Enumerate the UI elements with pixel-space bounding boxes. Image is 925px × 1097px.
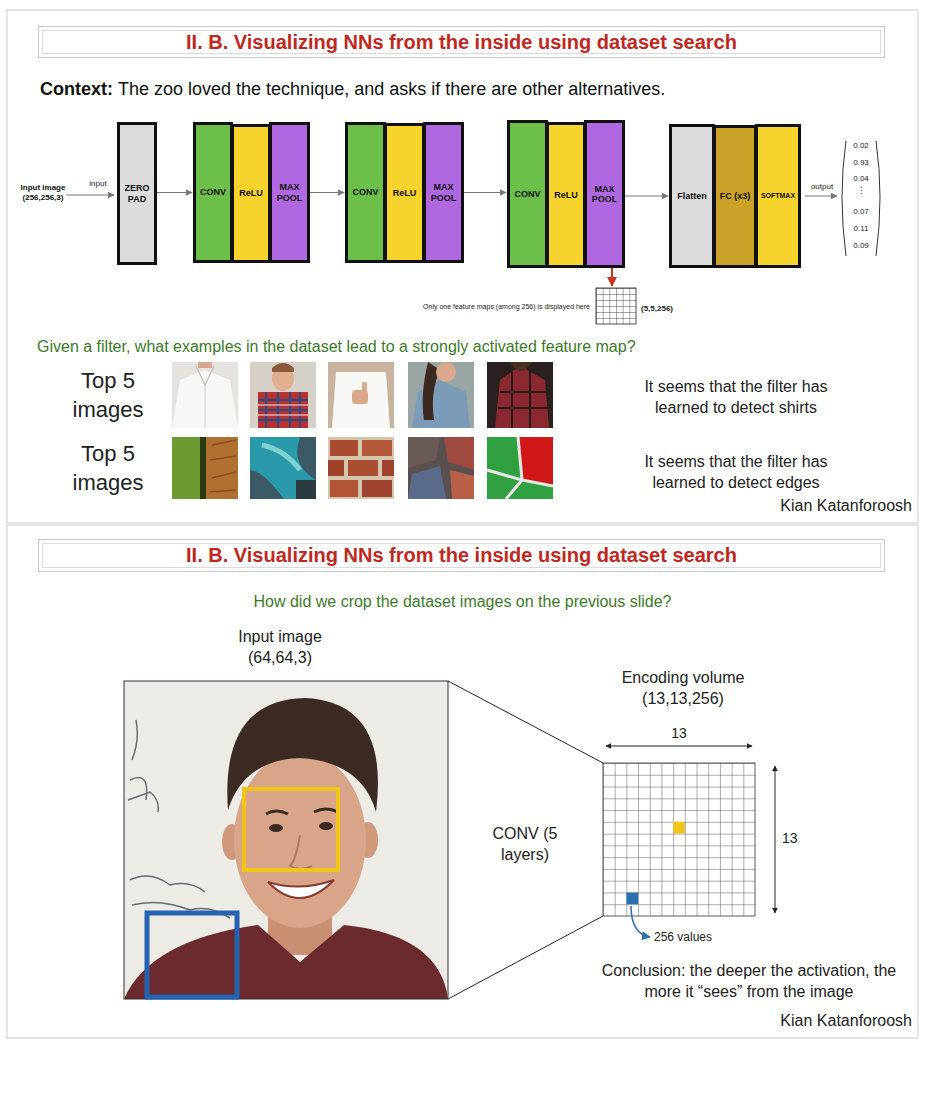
input-label: Input image (256,256,3) bbox=[12, 183, 74, 204]
node-text: Flatten bbox=[677, 191, 707, 201]
question: How did we crop the dataset images on th… bbox=[90, 592, 835, 613]
row-note: It seems that the filter has learned to … bbox=[620, 377, 852, 419]
node-text: MAX POOL bbox=[589, 184, 620, 205]
layer-box: SOFTMAX bbox=[755, 124, 801, 268]
image-label: Input image (64,64,3) bbox=[215, 627, 345, 669]
dataset-photo bbox=[250, 362, 316, 428]
photo-border bbox=[124, 681, 448, 999]
arrow-label: input bbox=[83, 179, 113, 189]
vector-value: 0.09 bbox=[846, 241, 876, 251]
activation-cell bbox=[673, 822, 685, 834]
dataset-photo bbox=[328, 362, 394, 428]
output-arrow bbox=[805, 196, 837, 197]
layer-box: CONV bbox=[345, 122, 386, 263]
dataset-photo bbox=[328, 437, 394, 499]
node-text: FC (x3) bbox=[720, 191, 751, 201]
vector-value: 0.11 bbox=[846, 224, 876, 234]
node-text: ReLU bbox=[239, 188, 263, 198]
author: Kian Katanforoosh bbox=[690, 496, 912, 517]
node-text: CONV bbox=[352, 187, 378, 197]
slide-frame bbox=[7, 10, 918, 523]
layer-box: CONV bbox=[193, 122, 233, 263]
title-bar: II. B. Visualizing NNs from the inside u… bbox=[38, 539, 885, 572]
vector-value: 0.07 bbox=[846, 207, 876, 217]
callout-arrow bbox=[631, 906, 650, 937]
receptive-field-box bbox=[244, 789, 338, 870]
connector-arrow bbox=[157, 192, 192, 193]
dataset-photo bbox=[172, 362, 238, 428]
note: Only one feature maps (among 256) is dis… bbox=[370, 302, 590, 311]
context-label: Context: bbox=[40, 78, 113, 101]
vector-value: ⋮ bbox=[846, 186, 876, 196]
layer-box: ReLU bbox=[384, 123, 425, 263]
input-photo bbox=[124, 681, 448, 999]
layer-box: ZERO PAD bbox=[117, 122, 157, 265]
node-text: ReLU bbox=[393, 188, 417, 198]
row-note: It seems that the filter has learned to … bbox=[620, 452, 852, 494]
dataset-photo bbox=[408, 437, 474, 499]
dimension-arrow bbox=[775, 766, 776, 913]
callout-label: 256 values bbox=[654, 930, 744, 946]
context-text: The zoo loved the technique, and asks if… bbox=[118, 78, 665, 101]
row-label: Top 5 images bbox=[52, 367, 164, 424]
vector-value: 0.04 bbox=[846, 174, 876, 184]
row-label: Top 5 images bbox=[52, 440, 164, 497]
layer-box: MAX POOL bbox=[423, 122, 464, 263]
layer-box: CONV bbox=[507, 120, 548, 268]
dimension-label: 13 bbox=[664, 724, 694, 742]
dataset-photo bbox=[172, 437, 238, 499]
layer-box: ReLU bbox=[546, 122, 586, 268]
receptive-field-box bbox=[147, 913, 237, 997]
conclusion: Conclusion: the deeper the activation, t… bbox=[596, 961, 902, 1003]
connector-arrow bbox=[464, 192, 506, 193]
node-text: MAX POOL bbox=[428, 182, 459, 203]
dataset-photo bbox=[250, 437, 316, 499]
node-text: II. B. Visualizing NNs from the inside u… bbox=[186, 544, 737, 567]
connector-arrow bbox=[625, 196, 668, 197]
author: Kian Katanforoosh bbox=[690, 1011, 912, 1032]
node-text: SOFTMAX bbox=[761, 192, 795, 200]
layer-box: MAX POOL bbox=[269, 122, 310, 263]
dimension-label: (5,5,256) bbox=[641, 304, 673, 314]
slide-frame bbox=[7, 525, 918, 1038]
projection-line bbox=[448, 681, 603, 763]
layer-box: MAX POOL bbox=[584, 120, 625, 268]
vector-value: 0.93 bbox=[846, 158, 876, 168]
node-text: ZERO PAD bbox=[122, 183, 152, 204]
encoding-grid bbox=[603, 763, 755, 916]
dataset-photo bbox=[487, 362, 553, 428]
input-arrow bbox=[66, 195, 114, 196]
activation-cell bbox=[626, 893, 638, 905]
volume-label: Encoding volume (13,13,256) bbox=[608, 668, 758, 710]
node-text: CONV bbox=[514, 189, 540, 199]
vector-bracket bbox=[876, 141, 880, 256]
dimension-arrow bbox=[606, 746, 752, 747]
arrow-label: output bbox=[804, 182, 840, 192]
connector-arrow bbox=[310, 192, 344, 193]
vector-bracket bbox=[842, 141, 846, 256]
dataset-photo bbox=[487, 437, 553, 499]
feature-map-grid bbox=[596, 288, 636, 324]
operation-label: CONV (5 layers) bbox=[478, 824, 572, 866]
title-bar: II. B. Visualizing NNs from the inside u… bbox=[38, 26, 885, 58]
node-text: ReLU bbox=[554, 190, 578, 200]
node-text: CONV bbox=[200, 187, 226, 197]
projection-line bbox=[448, 916, 603, 999]
vector-value: 0.02 bbox=[846, 141, 876, 151]
feature-map-arrow bbox=[611, 268, 613, 286]
layer-box: Flatten bbox=[669, 124, 715, 268]
dimension-label: 13 bbox=[782, 829, 806, 847]
question: Given a filter, what examples in the dat… bbox=[37, 337, 897, 358]
node-text: MAX POOL bbox=[274, 182, 305, 203]
node-text: II. B. Visualizing NNs from the inside u… bbox=[186, 31, 737, 54]
dataset-photo bbox=[408, 362, 474, 428]
layer-box: ReLU bbox=[231, 124, 271, 263]
layer-box: FC (x3) bbox=[713, 125, 757, 268]
